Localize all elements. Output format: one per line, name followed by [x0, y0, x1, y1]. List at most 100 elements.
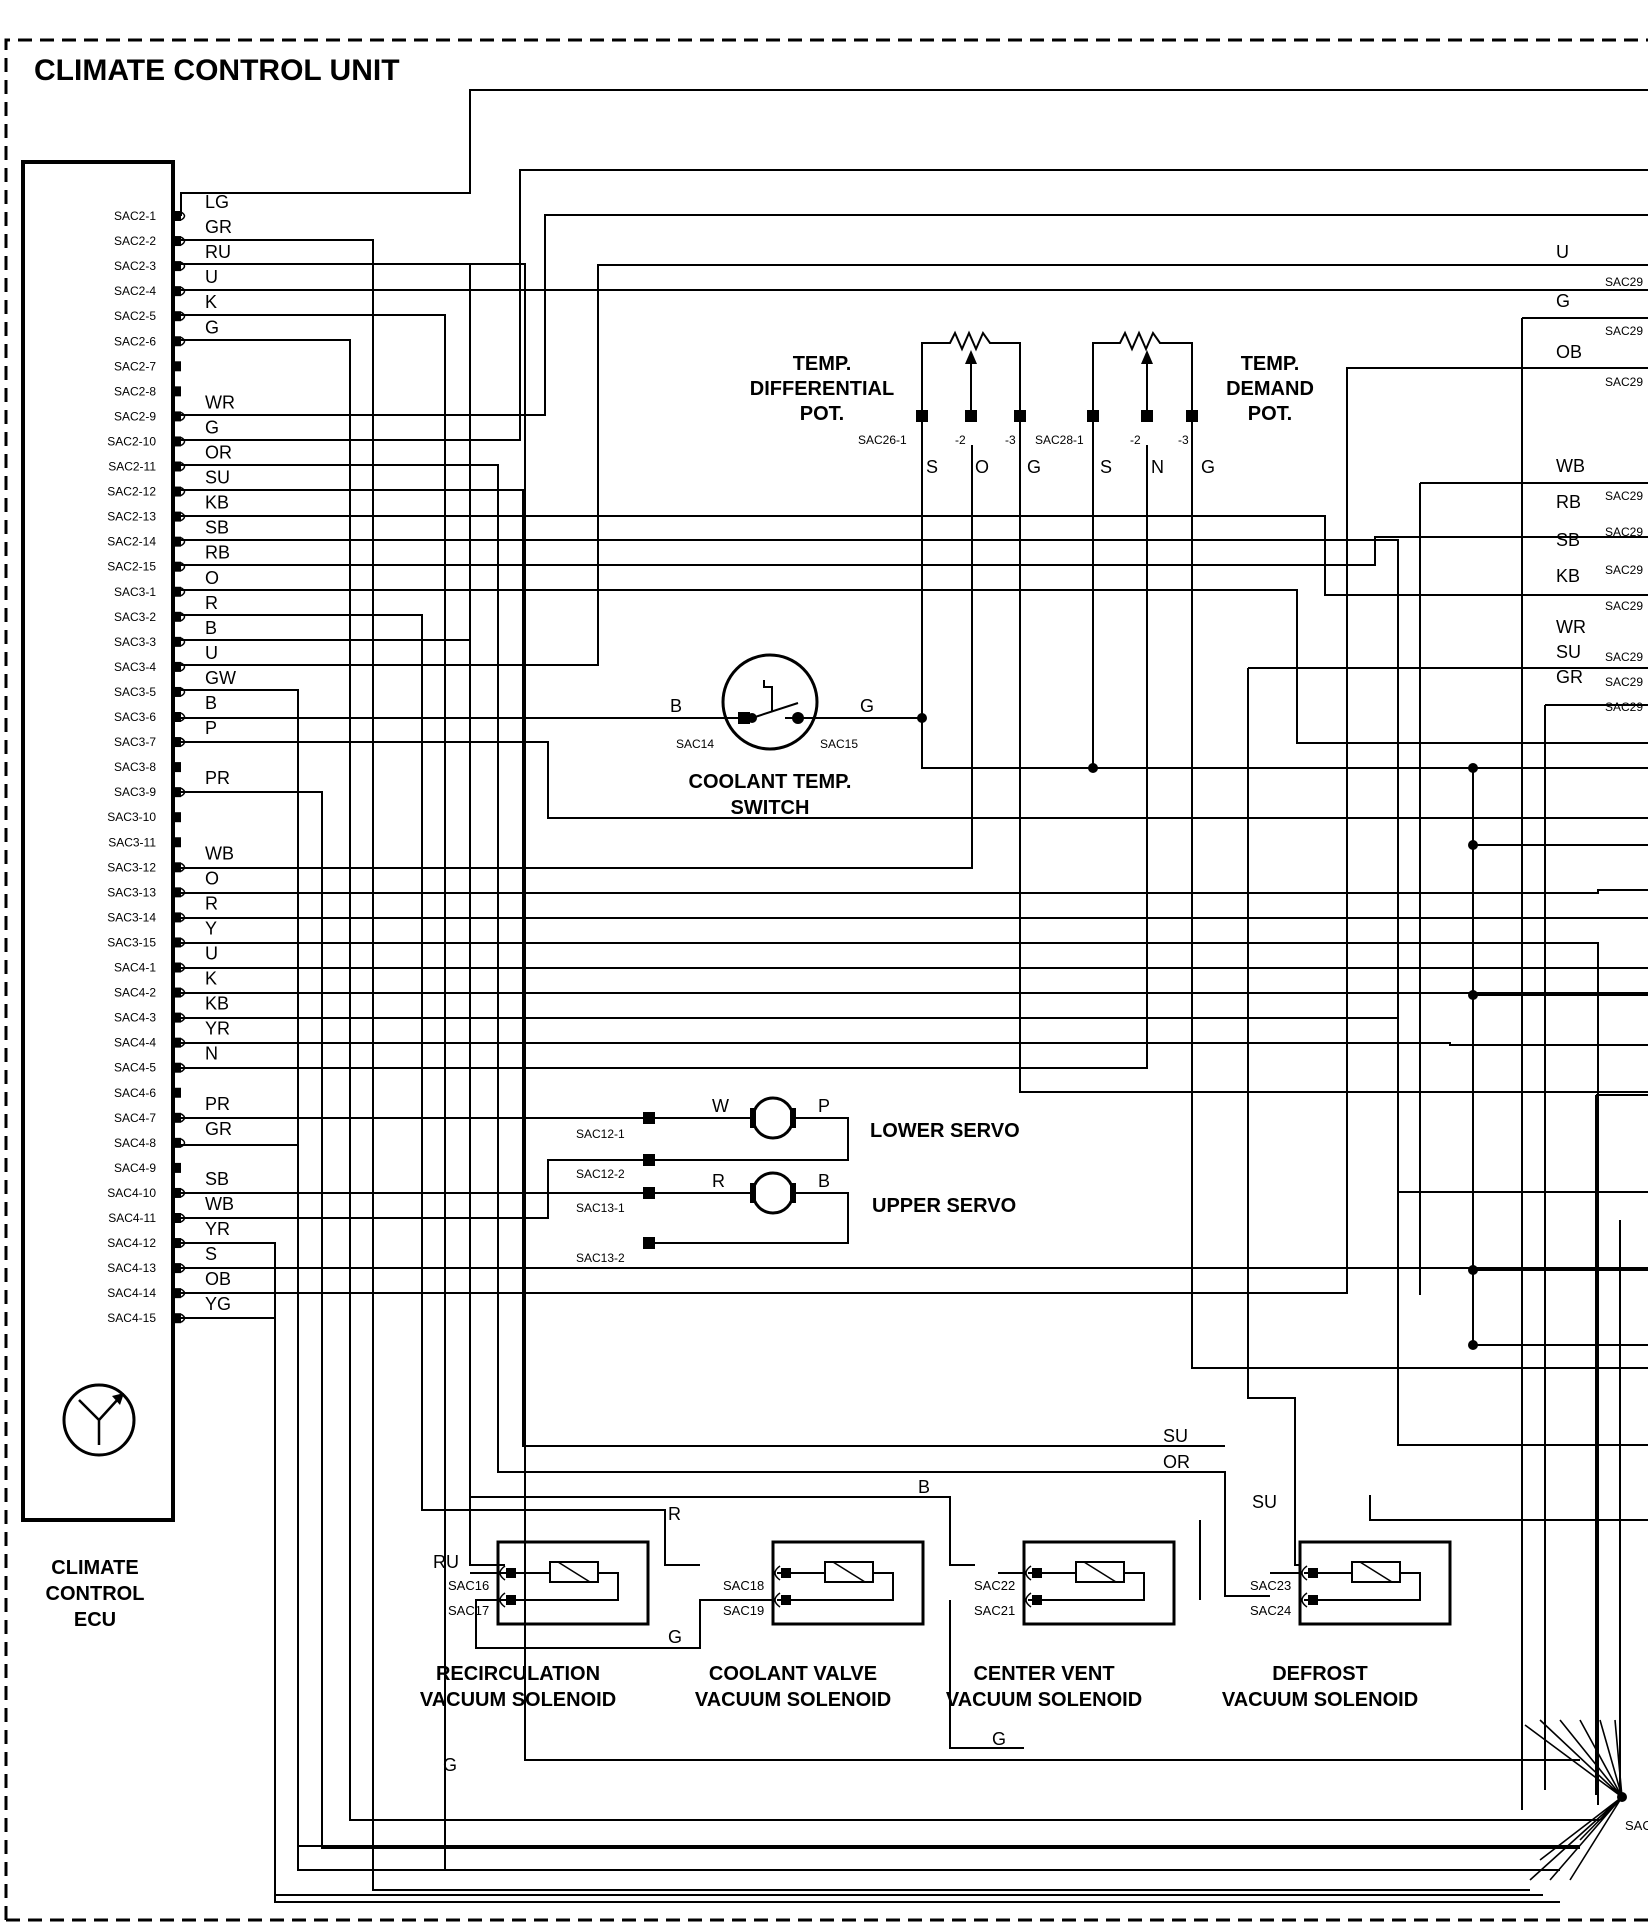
svg-text:G: G — [1201, 457, 1215, 477]
wire-color-label: S — [205, 1244, 217, 1264]
ecu-pin-label: SAC4-6 — [114, 1086, 156, 1100]
ecu-pin: SAC2-11 OR — [108, 443, 232, 474]
ecu-pin-label: SAC3-7 — [114, 735, 156, 749]
svg-text:ECU: ECU — [74, 1609, 116, 1631]
svg-text:SB: SB — [1556, 530, 1580, 550]
ecu-pin: SAC4-6 — [114, 1086, 181, 1100]
ecu-pin-label: SAC3-3 — [114, 635, 156, 649]
ecu-pin: SAC2-9WR — [114, 392, 235, 423]
svg-text:POT.: POT. — [1248, 403, 1292, 425]
wire-color-label: B — [205, 693, 217, 713]
svg-text:RECIRCULATION: RECIRCULATION — [436, 1663, 600, 1685]
wire-color-label: U — [205, 944, 218, 964]
ecu-pin: SAC2-1LG — [114, 192, 229, 223]
ecu-pin-label: SAC2-2 — [114, 234, 156, 248]
svg-text:B: B — [670, 696, 682, 716]
ecu-pin-label: SAC2-9 — [114, 409, 156, 423]
svg-text:SAC13-2: SAC13-2 — [576, 1251, 625, 1265]
ecu-pin-label: SAC2-1 — [114, 209, 156, 223]
svg-text:TEMP.: TEMP. — [793, 353, 852, 375]
ecu-pin-label: SAC3-11 — [108, 835, 156, 849]
unit-title: CLIMATE CONTROL UNIT — [34, 54, 400, 87]
ecu-pin: SAC3-6B — [114, 693, 217, 724]
ecu-pin: SAC4-13 S — [107, 1244, 217, 1275]
svg-text:SAC21: SAC21 — [974, 1603, 1015, 1618]
wire-color-label: OR — [205, 443, 232, 463]
right-edge-connector: WB SAC29 — [1556, 456, 1643, 503]
svg-text:SAC19: SAC19 — [723, 1603, 764, 1618]
ecu-pin-label: SAC3-14 — [107, 910, 156, 924]
ecu-pin-label: SAC2-15 — [107, 560, 156, 574]
wire-color-label: U — [205, 267, 218, 287]
svg-text:SAC17: SAC17 — [448, 1603, 489, 1618]
svg-text:SAC28-1: SAC28-1 — [1035, 433, 1084, 447]
svg-text:SAC29: SAC29 — [1605, 489, 1643, 503]
ecu-pin: SAC2-10G — [107, 417, 219, 448]
ecu-pin-label: SAC2-12 — [107, 485, 156, 499]
wire-color-label: YR — [205, 1019, 230, 1039]
ecu-pin-label: SAC4-7 — [114, 1111, 156, 1125]
svg-text:CONTROL: CONTROL — [46, 1583, 145, 1605]
svg-text:POT.: POT. — [800, 403, 844, 425]
svg-text:-3: -3 — [1005, 433, 1016, 447]
svg-text:SU: SU — [1163, 1426, 1188, 1446]
ecu-pin-label: SAC2-6 — [114, 334, 156, 348]
ecu-pin-label: SAC2-7 — [114, 359, 156, 373]
ecu-pin: SAC3-1O — [114, 568, 219, 599]
svg-text:SU: SU — [1556, 642, 1581, 662]
wire-color-label: WB — [205, 843, 234, 863]
ecu-pin: SAC3-11 — [108, 835, 181, 849]
wire-color-label: WB — [205, 1194, 234, 1214]
svg-text:GR: GR — [1556, 667, 1583, 687]
svg-text:WR: WR — [1556, 617, 1586, 637]
wire-color-label: GR — [205, 217, 232, 237]
ecu-pin-label: SAC3-13 — [107, 885, 156, 899]
svg-text:UPPER SERVO: UPPER SERVO — [872, 1195, 1016, 1217]
wire-color-label: PR — [205, 1094, 230, 1114]
svg-text:SAC16: SAC16 — [448, 1578, 489, 1593]
svg-text:SU: SU — [1252, 1492, 1277, 1512]
svg-text:SAC29: SAC29 — [1605, 525, 1643, 539]
ecu-pin: SAC2-7 — [114, 359, 181, 373]
svg-text:SAC22: SAC22 — [974, 1578, 1015, 1593]
ecu-pin-label: SAC3-4 — [114, 660, 156, 674]
ecu-pin-label: SAC2-5 — [114, 309, 156, 323]
wire-color-label: GR — [205, 1119, 232, 1139]
ecu-pin-label: SAC3-10 — [107, 810, 156, 824]
wire-color-label: GW — [205, 668, 236, 688]
ecu-pin-label: SAC3-8 — [114, 760, 156, 774]
ecu-pin-label: SAC2-11 — [108, 460, 156, 474]
wire-color-label: O — [205, 568, 219, 588]
wire-color-label: Y — [205, 918, 217, 938]
wire-color-label: SU — [205, 468, 230, 488]
ecu-pin: SAC4-5N — [114, 1044, 218, 1075]
svg-text:WB: WB — [1556, 456, 1585, 476]
wire-color-label: U — [205, 643, 218, 663]
svg-text:S: S — [926, 457, 938, 477]
coolant-temp-switch: B G SAC14 SAC15 COOLANT TEMP. SWITCH — [670, 653, 874, 819]
svg-text:SAC26-1: SAC26-1 — [858, 433, 907, 447]
svg-text:RU: RU — [433, 1552, 459, 1572]
svg-text:VACUUM SOLENOID: VACUUM SOLENOID — [420, 1689, 616, 1711]
svg-text:LOWER SERVO: LOWER SERVO — [870, 1120, 1020, 1142]
ecu-pin-label: SAC4-12 — [107, 1236, 156, 1250]
ecu-pin: SAC3-8 — [114, 760, 181, 774]
svg-text:OR: OR — [1163, 1452, 1190, 1472]
ecu-symbol-icon — [62, 1383, 136, 1457]
ecu-pin-label: SAC2-13 — [107, 510, 156, 524]
ecu-pin: SAC3-9PR — [114, 768, 230, 799]
svg-text:SAC12-1: SAC12-1 — [576, 1127, 625, 1141]
svg-text:SAC29: SAC29 — [1605, 375, 1643, 389]
ecu-pin-label: SAC4-13 — [107, 1261, 156, 1275]
svg-text:P: P — [818, 1096, 830, 1116]
upper-servo: R B SAC13-1 SAC13-2 UPPER SERVO — [576, 1171, 1016, 1265]
svg-text:G: G — [992, 1729, 1006, 1749]
